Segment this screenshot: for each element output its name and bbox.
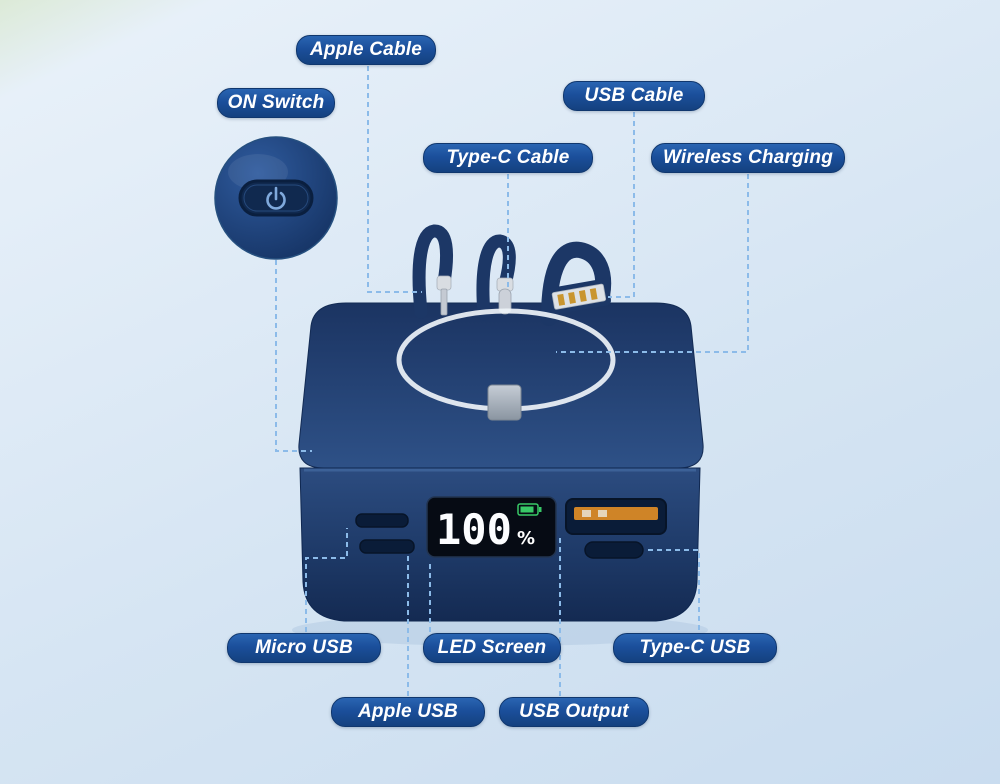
connector-micro-usb: [305, 528, 348, 632]
callout-on-switch: ON Switch: [217, 88, 335, 118]
type-c-cable: [476, 234, 516, 321]
led-screen-display: 100 %: [426, 496, 557, 558]
usb-a-cable: [541, 241, 612, 326]
callout-usb-cable: USB Cable: [563, 81, 705, 111]
cable-clip-tab: [487, 384, 522, 421]
callout-apple-usb: Apple USB: [331, 697, 485, 727]
connector-on-switch: [275, 260, 312, 452]
apple-lightning-cable: [412, 224, 454, 319]
connector-wireless-charging: [556, 174, 749, 353]
callout-type-c-cable: Type-C Cable: [423, 143, 593, 173]
power-icon: [266, 186, 286, 210]
usb-a-connector: [546, 278, 612, 315]
battery-percentage: 100: [436, 505, 512, 554]
apple-lightning-port: [359, 539, 415, 554]
callout-micro-usb: Micro USB: [227, 633, 381, 663]
connector-usb-cable: [608, 112, 635, 298]
usb-output-port: [565, 498, 667, 535]
callout-type-c-usb: Type-C USB: [613, 633, 777, 663]
callout-apple-cable: Apple Cable: [296, 35, 436, 65]
type-c-port: [584, 541, 644, 559]
micro-usb-port: [355, 513, 409, 528]
callout-wireless-charging: Wireless Charging: [651, 143, 845, 173]
callout-led-screen: LED Screen: [423, 633, 561, 663]
connector-apple-cable: [367, 66, 422, 293]
battery-icon: [517, 503, 542, 516]
device-shadow: [292, 614, 708, 646]
lightning-connector: [436, 275, 452, 291]
callout-usb-output: USB Output: [499, 697, 649, 727]
on-switch-inset: [214, 136, 338, 260]
percent-sign: %: [517, 528, 535, 549]
